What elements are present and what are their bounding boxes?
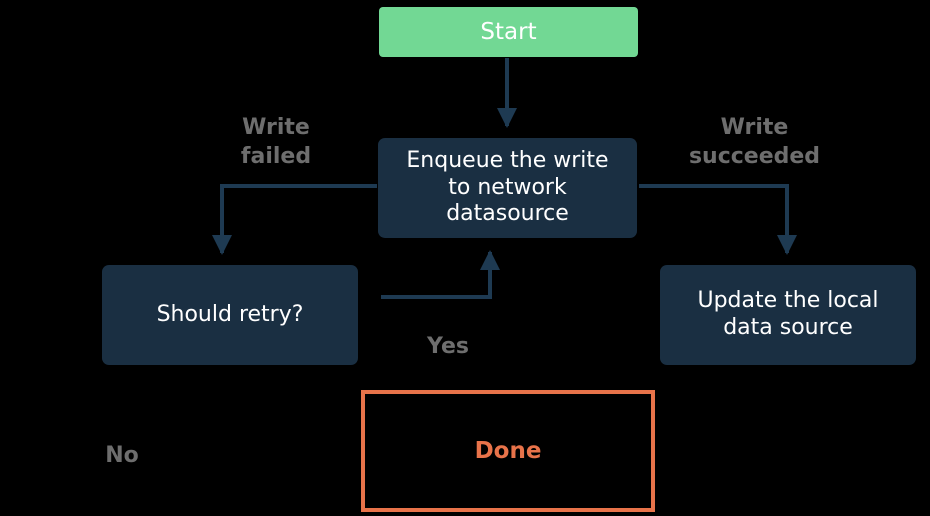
edge-label-write-succeeded: Write succeeded — [688, 115, 821, 169]
node-enqueue-write[interactable]: Enqueue the write to network datasource — [378, 138, 637, 238]
edge-label-yes: Yes — [427, 334, 469, 359]
edge-label-write-failed: Write failed — [240, 115, 312, 169]
edge-enqueue-to-update — [639, 184, 797, 255]
edge-retry-to-enqueue — [381, 250, 500, 299]
node-should-retry[interactable]: Should retry? — [102, 265, 358, 365]
node-update-local-data-source[interactable]: Update the local data source — [660, 265, 916, 365]
edge-enqueue-to-retry — [212, 184, 377, 255]
node-done[interactable]: Done — [361, 390, 655, 512]
edge-label-no: No — [105, 443, 139, 468]
node-start[interactable]: Start — [379, 7, 638, 57]
